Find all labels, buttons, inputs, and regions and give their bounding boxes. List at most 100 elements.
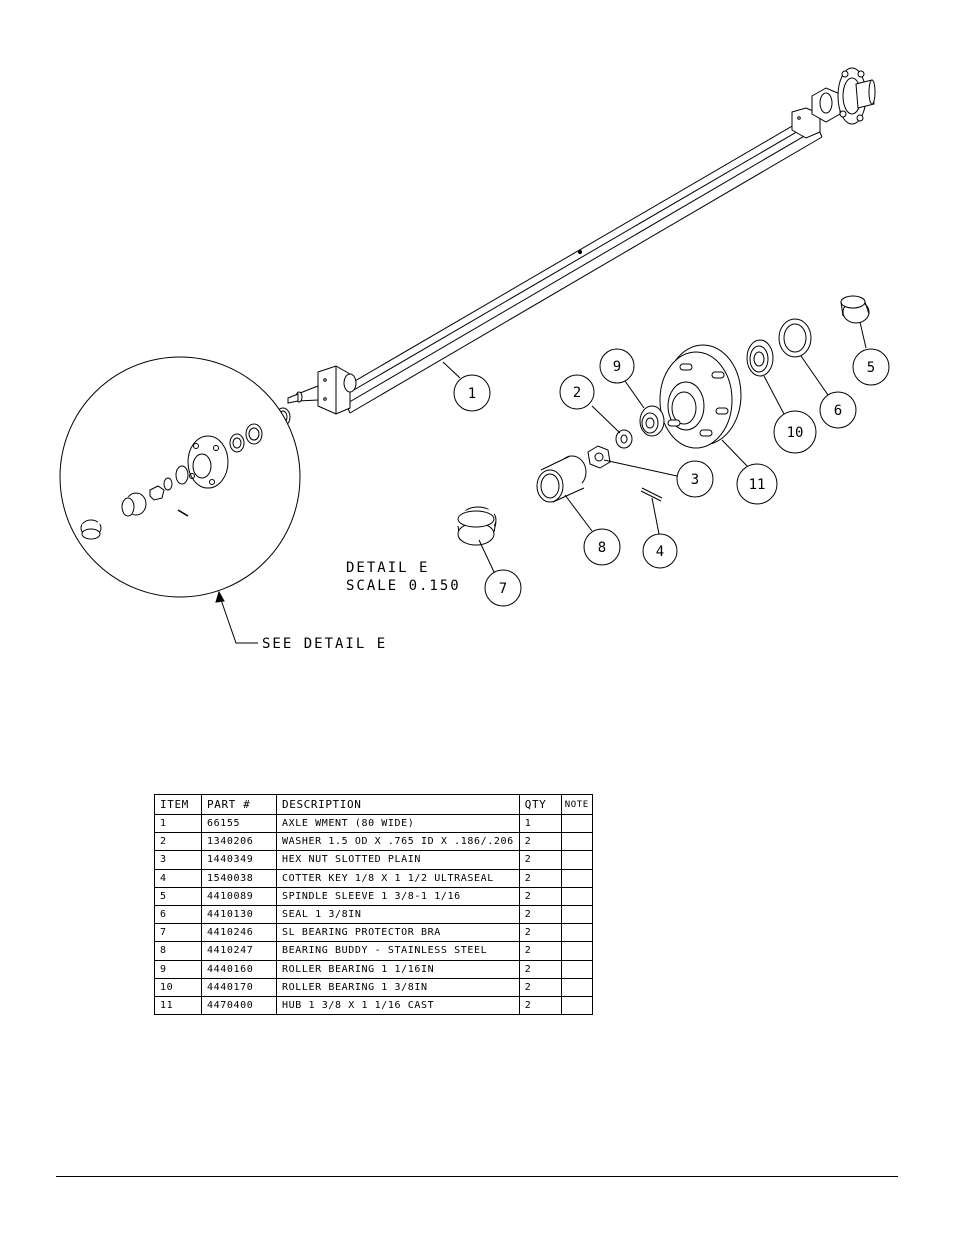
bom-qty: 2	[518, 941, 562, 961]
bom-description: AXLE WMENT (80 WIDE)	[276, 813, 520, 834]
balloon-3: 3	[603, 459, 714, 498]
bom-header-note: NOTE	[560, 794, 593, 815]
bom-note	[560, 832, 593, 852]
bom-item: 7	[154, 923, 202, 943]
bom-note	[560, 977, 593, 997]
balloon-5: 5	[852, 321, 890, 386]
bom-note	[560, 959, 593, 979]
bom-item: 9	[154, 959, 202, 979]
balloon-4: 4	[642, 497, 678, 569]
detail-scale: SCALE 0.150	[346, 578, 461, 594]
bom-qty: 2	[518, 832, 562, 852]
svg-text:10: 10	[787, 425, 804, 441]
bearing-10	[746, 339, 774, 377]
seal-6	[778, 318, 812, 358]
bom-qty: 1	[518, 813, 562, 834]
bom-header-item: ITEM	[154, 794, 202, 815]
bom-part-number: 4440170	[201, 977, 277, 997]
bom-part-number: 1440349	[201, 850, 277, 870]
bom-qty: 2	[518, 904, 562, 925]
bom-qty: 2	[518, 959, 562, 979]
bom-description: WASHER 1.5 OD X .765 ID X .186/.206	[276, 832, 520, 852]
bom-description: ROLLER BEARING 1 1/16IN	[276, 959, 520, 979]
balloon-11: 11	[721, 439, 778, 505]
hex-nut-3	[587, 445, 611, 469]
bom-qty: 2	[518, 923, 562, 943]
bom-header-part: PART #	[201, 794, 277, 815]
bom-header-qty: QTY	[518, 794, 562, 815]
protector-7	[457, 506, 497, 546]
footer-rule	[56, 1176, 898, 1177]
bom-part-number: 4410130	[201, 904, 277, 925]
svg-text:2: 2	[573, 385, 581, 401]
bom-qty: 2	[518, 995, 562, 1016]
spindle-sleeve-5	[840, 295, 870, 324]
bom-part-number: 4410247	[201, 941, 277, 961]
svg-text:5: 5	[867, 360, 875, 376]
bom-description: SPINDLE SLEEVE 1 3/8-1 1/16	[276, 886, 520, 906]
bom-item: 11	[154, 995, 202, 1016]
bom-part-number: 1540038	[201, 868, 277, 888]
bom-header-description: DESCRIPTION	[276, 794, 520, 815]
exploded-axle-drawing: 1 2 3 4 5 6 7 8 9 10	[59, 67, 890, 652]
bom-note	[560, 868, 593, 888]
balloon-2: 2	[559, 374, 621, 434]
detail-e-view	[59, 356, 301, 598]
bom-item: 10	[154, 977, 202, 997]
bom-part-number: 4440160	[201, 959, 277, 979]
bom-qty: 2	[518, 977, 562, 997]
svg-text:4: 4	[656, 544, 664, 560]
svg-text:8: 8	[598, 540, 606, 556]
balloon-8: 8	[564, 494, 621, 566]
bom-item: 6	[154, 904, 202, 925]
bom-description: SEAL 1 3/8IN	[276, 904, 520, 925]
bom-note	[560, 813, 593, 834]
bom-description: COTTER KEY 1/8 X 1 1/2 ULTRASEAL	[276, 868, 520, 888]
axle-right-end	[791, 67, 876, 139]
svg-text:11: 11	[749, 477, 766, 493]
bom-part-number: 4410089	[201, 886, 277, 906]
detail-title: DETAIL E	[346, 560, 429, 576]
balloon-1: 1	[442, 361, 491, 412]
svg-text:3: 3	[691, 472, 699, 488]
balloon-10: 10	[763, 375, 817, 454]
bom-part-number: 1340206	[201, 832, 277, 852]
bom-note	[560, 886, 593, 906]
svg-text:7: 7	[499, 581, 507, 597]
bom-part-number: 4470400	[201, 995, 277, 1016]
bearing-9	[639, 405, 665, 437]
detail-callout-text: SEE DETAIL E	[262, 636, 387, 652]
bom-part-number: 66155	[201, 813, 277, 834]
bom-item: 2	[154, 832, 202, 852]
bom-part-number: 4410246	[201, 923, 277, 943]
bom-description: ROLLER BEARING 1 3/8IN	[276, 977, 520, 997]
bom-qty: 2	[518, 850, 562, 870]
bom-description: BEARING BUDDY - STAINLESS STEEL	[276, 941, 520, 961]
cotter-key-4	[640, 487, 663, 502]
bom-item: 3	[154, 850, 202, 870]
svg-text:1: 1	[468, 386, 476, 402]
bom-item: 5	[154, 886, 202, 906]
bearing-buddy-8	[536, 455, 587, 503]
bom-item: 8	[154, 941, 202, 961]
bom-description: HUB 1 3/8 X 1 1/16 CAST	[276, 995, 520, 1016]
bom-note	[560, 904, 593, 925]
balloon-6: 6	[800, 355, 857, 429]
svg-text:6: 6	[834, 403, 842, 419]
hub-11	[659, 344, 742, 449]
bom-header-row: ITEM PART # DESCRIPTION QTY NOTE	[154, 794, 593, 815]
bom-qty: 2	[518, 868, 562, 888]
axle-left-end	[287, 365, 357, 415]
